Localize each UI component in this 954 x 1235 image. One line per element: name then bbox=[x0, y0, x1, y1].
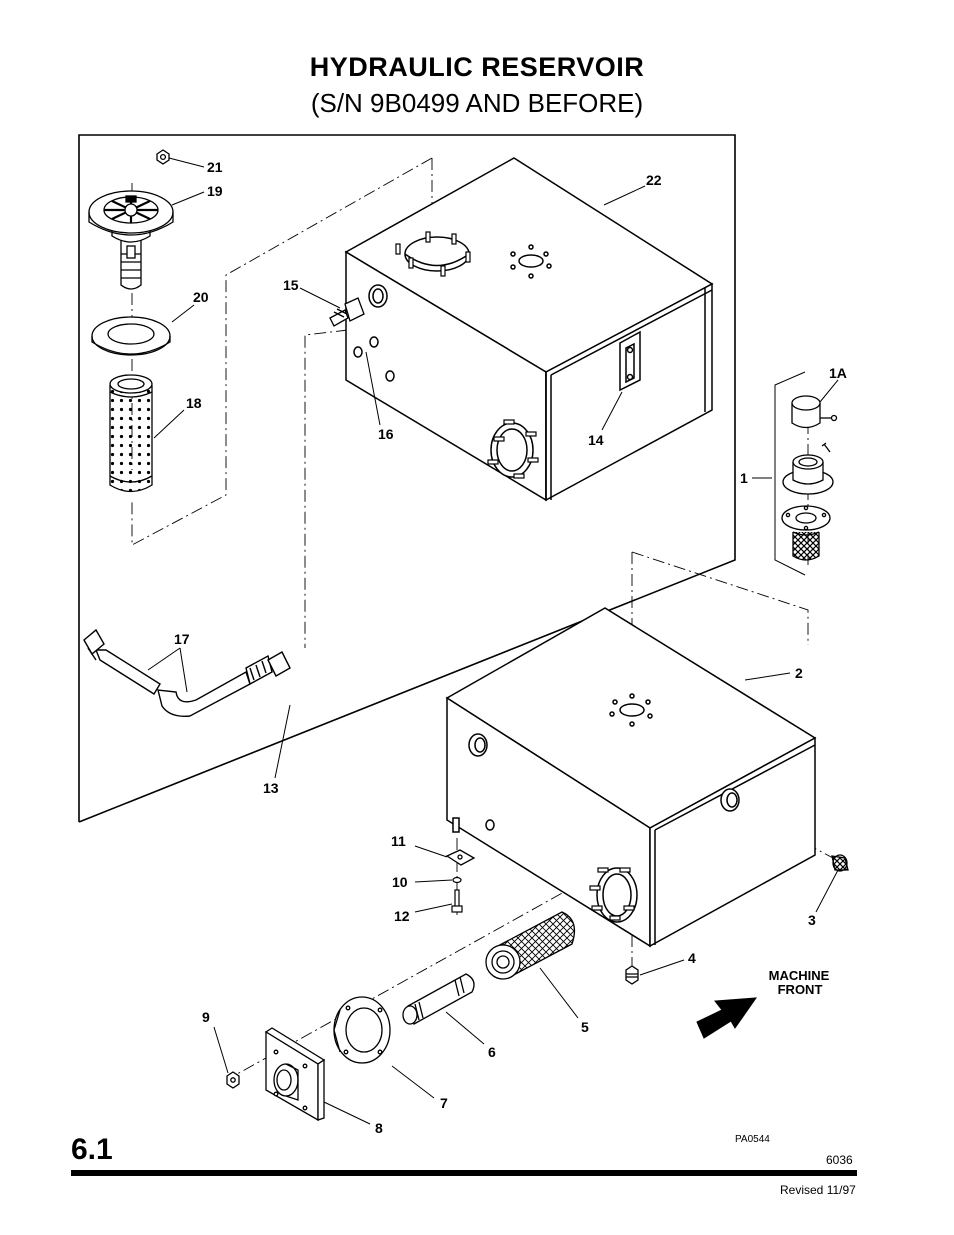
label-21: 21 bbox=[207, 159, 223, 175]
label-5: 5 bbox=[581, 1019, 589, 1035]
machine-front-label-line2: FRONT bbox=[778, 982, 823, 997]
part-8-flange-plate bbox=[264, 1027, 326, 1122]
part-5-suction-strainer bbox=[485, 911, 576, 980]
machine-front-arrow-icon bbox=[696, 997, 758, 1039]
drawing-code: PA0544 bbox=[735, 1134, 770, 1145]
label-20: 20 bbox=[193, 289, 209, 305]
label-13: 13 bbox=[263, 780, 279, 796]
label-1: 1 bbox=[740, 470, 748, 486]
part-7-gasket bbox=[333, 996, 391, 1064]
label-9: 9 bbox=[202, 1009, 210, 1025]
part-22-reservoir-tank bbox=[344, 157, 714, 502]
label-2: 2 bbox=[795, 665, 803, 681]
label-16: 16 bbox=[378, 426, 394, 442]
label-19: 19 bbox=[207, 183, 223, 199]
label-14: 14 bbox=[588, 432, 604, 448]
part-14-sight-gauge bbox=[619, 330, 641, 392]
part-10-washer bbox=[452, 876, 462, 884]
label-6: 6 bbox=[488, 1044, 496, 1060]
machine-front-label-line1: MACHINE bbox=[769, 968, 830, 983]
part-3-cap bbox=[831, 854, 849, 872]
section-number: 6.1 bbox=[71, 1133, 113, 1166]
label-12: 12 bbox=[394, 908, 410, 924]
label-3: 3 bbox=[808, 912, 816, 928]
part-12-bolt bbox=[451, 889, 463, 913]
label-15: 15 bbox=[283, 277, 299, 293]
part-15-fitting bbox=[329, 297, 365, 327]
part-1-strainer-assembly bbox=[774, 371, 838, 576]
footer-rule bbox=[71, 1170, 857, 1176]
label-4: 4 bbox=[688, 950, 696, 966]
part-2-reservoir-tank bbox=[445, 607, 817, 948]
part-11-bracket bbox=[445, 849, 476, 866]
part-9-nut bbox=[226, 1071, 240, 1089]
part-21-nut bbox=[156, 149, 170, 165]
part-20-gasket bbox=[91, 316, 171, 356]
inset-frame bbox=[78, 134, 736, 823]
document-number: 6036 bbox=[826, 1153, 853, 1167]
label-10: 10 bbox=[392, 874, 408, 890]
leader-lines bbox=[147, 157, 839, 1125]
part-19-filter-head bbox=[88, 190, 174, 290]
part-18-filter-element bbox=[109, 374, 153, 493]
label-17: 17 bbox=[174, 631, 190, 647]
label-11: 11 bbox=[391, 833, 406, 849]
page-title: HYDRAULIC RESERVOIR bbox=[309, 52, 645, 82]
part-17-hose bbox=[83, 628, 291, 717]
label-8: 8 bbox=[375, 1120, 383, 1136]
page-subtitle: (S/N 9B0499 AND BEFORE) bbox=[310, 88, 644, 118]
revision-date: Revised 11/97 bbox=[780, 1183, 856, 1197]
label-7: 7 bbox=[440, 1095, 448, 1111]
part-4-plug bbox=[625, 965, 639, 985]
label-22: 22 bbox=[646, 172, 662, 188]
part-6-pipe-nipple bbox=[402, 973, 475, 1025]
label-1A: 1A bbox=[829, 365, 847, 381]
label-18: 18 bbox=[186, 395, 202, 411]
